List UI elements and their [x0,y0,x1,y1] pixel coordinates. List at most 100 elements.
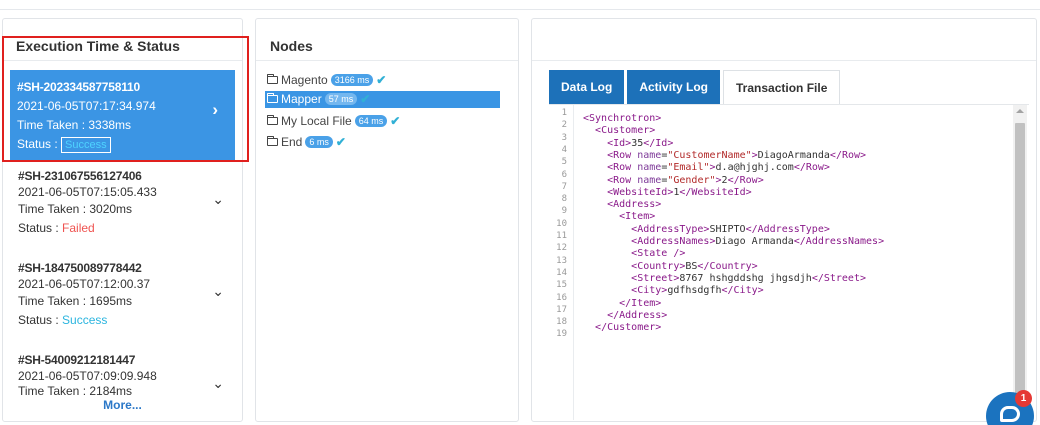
line-number: 15 [556,280,567,291]
execution-status-label: Status : [18,221,59,235]
check-icon: ✔ [376,73,387,87]
status-text: Failed [62,221,95,235]
execution-time-taken: Time Taken : 3338ms [17,118,132,132]
tab-bar: Data Log Activity Log Transaction File [549,70,843,105]
execution-timestamp: 2021-06-05T07:15:05.433 [18,185,157,199]
code-line: <City>gdfhsdgfh</City> [631,285,764,297]
line-number: 12 [556,243,567,254]
line-number: 4 [561,144,567,155]
code-line: </Customer> [595,322,662,334]
chevron-right-icon[interactable]: › [212,100,218,119]
line-number: 7 [561,181,567,192]
execution-id: #SH-202334587758110 [17,80,140,94]
code-line: <AddressNames>Diago Armanda</AddressName… [631,236,885,247]
node-name: Mapper [281,92,322,106]
line-number: 6 [561,169,567,180]
line-number: 16 [556,292,567,303]
execution-timestamp: 2021-06-05T07:12:00.37 [18,277,151,291]
folder-icon [267,136,278,146]
detail-header [532,19,1036,61]
code-line: <AddressType>SHIPTO</AddressType> [631,223,830,235]
execution-time-taken: Time Taken : 3020ms [18,202,133,216]
tab-transaction-file[interactable]: Transaction File [723,70,841,105]
code-line: <Customer> [595,125,656,137]
code-line: <State /> [631,248,686,260]
code-line: <Street>8767 hshgddshg jhgsdjh</Street> [631,272,867,284]
duration-badge: 6 ms [305,136,333,148]
scrollbar-thumb[interactable] [1015,123,1025,395]
tab-data-log[interactable]: Data Log [549,70,625,105]
line-number: 19 [556,329,567,340]
code-line: <WebsiteId>1</WebsiteId> [607,186,752,198]
tab-activity-log[interactable]: Activity Log [627,70,721,105]
execution-time-taken: Time Taken : 2184ms [18,384,133,398]
check-icon: ✔ [390,114,401,128]
detail-panel: Data Log Activity Log Transaction File 1… [531,18,1037,422]
line-number: 18 [556,317,567,328]
line-number: 11 [556,231,567,241]
top-divider [0,9,1040,10]
folder-icon [267,115,278,125]
execution-item[interactable]: #SH-231067556127406 2021-06-05T07:15:05.… [13,169,238,238]
node-name: My Local File [281,114,352,128]
line-number: 5 [561,157,567,168]
execution-item[interactable]: #SH-184750089778442 2021-06-05T07:12:00.… [13,261,238,330]
execution-time-taken: Time Taken : 1695ms [18,294,133,308]
nodes-panel-title: Nodes [256,19,518,61]
chevron-down-icon[interactable]: ⌄ [212,283,224,299]
duration-badge: 57 ms [324,93,358,105]
chevron-down-icon[interactable]: ⌄ [212,191,224,207]
duration-badge: 64 ms [354,115,388,127]
scroll-up-arrow-icon[interactable] [1016,109,1024,113]
execution-id: #SH-54009212181447 [18,353,136,367]
execution-timestamp: 2021-06-05T07:09:09.948 [18,369,157,383]
code-line: <Address> [607,199,662,211]
execution-item[interactable]: #SH-54009212181447 2021-06-05T07:09:09.9… [13,353,238,399]
vertical-scrollbar[interactable] [1013,105,1027,420]
execution-id: #SH-184750089778442 [18,261,142,275]
code-line: <Item> [619,211,656,223]
check-icon: ✔ [335,135,346,149]
line-number: 9 [561,206,567,217]
code-line: <Id>35</Id> [607,137,674,149]
execution-panel-title: Execution Time & Status [3,19,242,61]
node-name: Magento [281,73,328,87]
folder-icon [267,74,278,84]
check-icon: ✔ [360,92,371,106]
execution-id: #SH-231067556127406 [18,169,142,183]
code-line: <Row name="Email">d.a@hjghj.com</Row> [607,162,830,174]
execution-status-label: Status : [18,313,59,327]
status-badge: Success [61,137,111,153]
line-number: 2 [561,120,567,131]
code-line: <Synchrotron> [583,113,662,124]
code-line: </Item> [619,297,662,309]
more-link[interactable]: More... [103,398,142,412]
code-line: <Row name="Gender">2</Row> [607,174,764,186]
line-number: 17 [556,304,567,315]
duration-badge: 3166 ms [330,74,374,86]
folder-icon [267,93,278,103]
code-line: <Row name="CustomerName">DiagoArmanda</R… [607,149,867,161]
line-number: 1 [561,108,567,118]
chevron-down-icon[interactable]: ⌄ [212,375,224,391]
execution-timestamp: 2021-06-05T07:17:34.974 [17,99,156,113]
status-text: Success [62,313,108,327]
code-line: </Address> [607,309,668,321]
line-number: 3 [561,132,567,143]
line-number: 14 [556,267,567,278]
execution-status-label: Status : [17,137,58,151]
execution-item[interactable]: #SH-202334587758110 2021-06-05T07:17:34.… [10,70,235,162]
code-line: <Country>BS</Country> [631,260,758,272]
line-number: 13 [556,255,567,266]
chat-notification-badge: 1 [1015,390,1032,407]
line-number: 8 [561,194,567,205]
chat-bubble-icon [1000,406,1020,422]
node-name: End [281,135,303,149]
